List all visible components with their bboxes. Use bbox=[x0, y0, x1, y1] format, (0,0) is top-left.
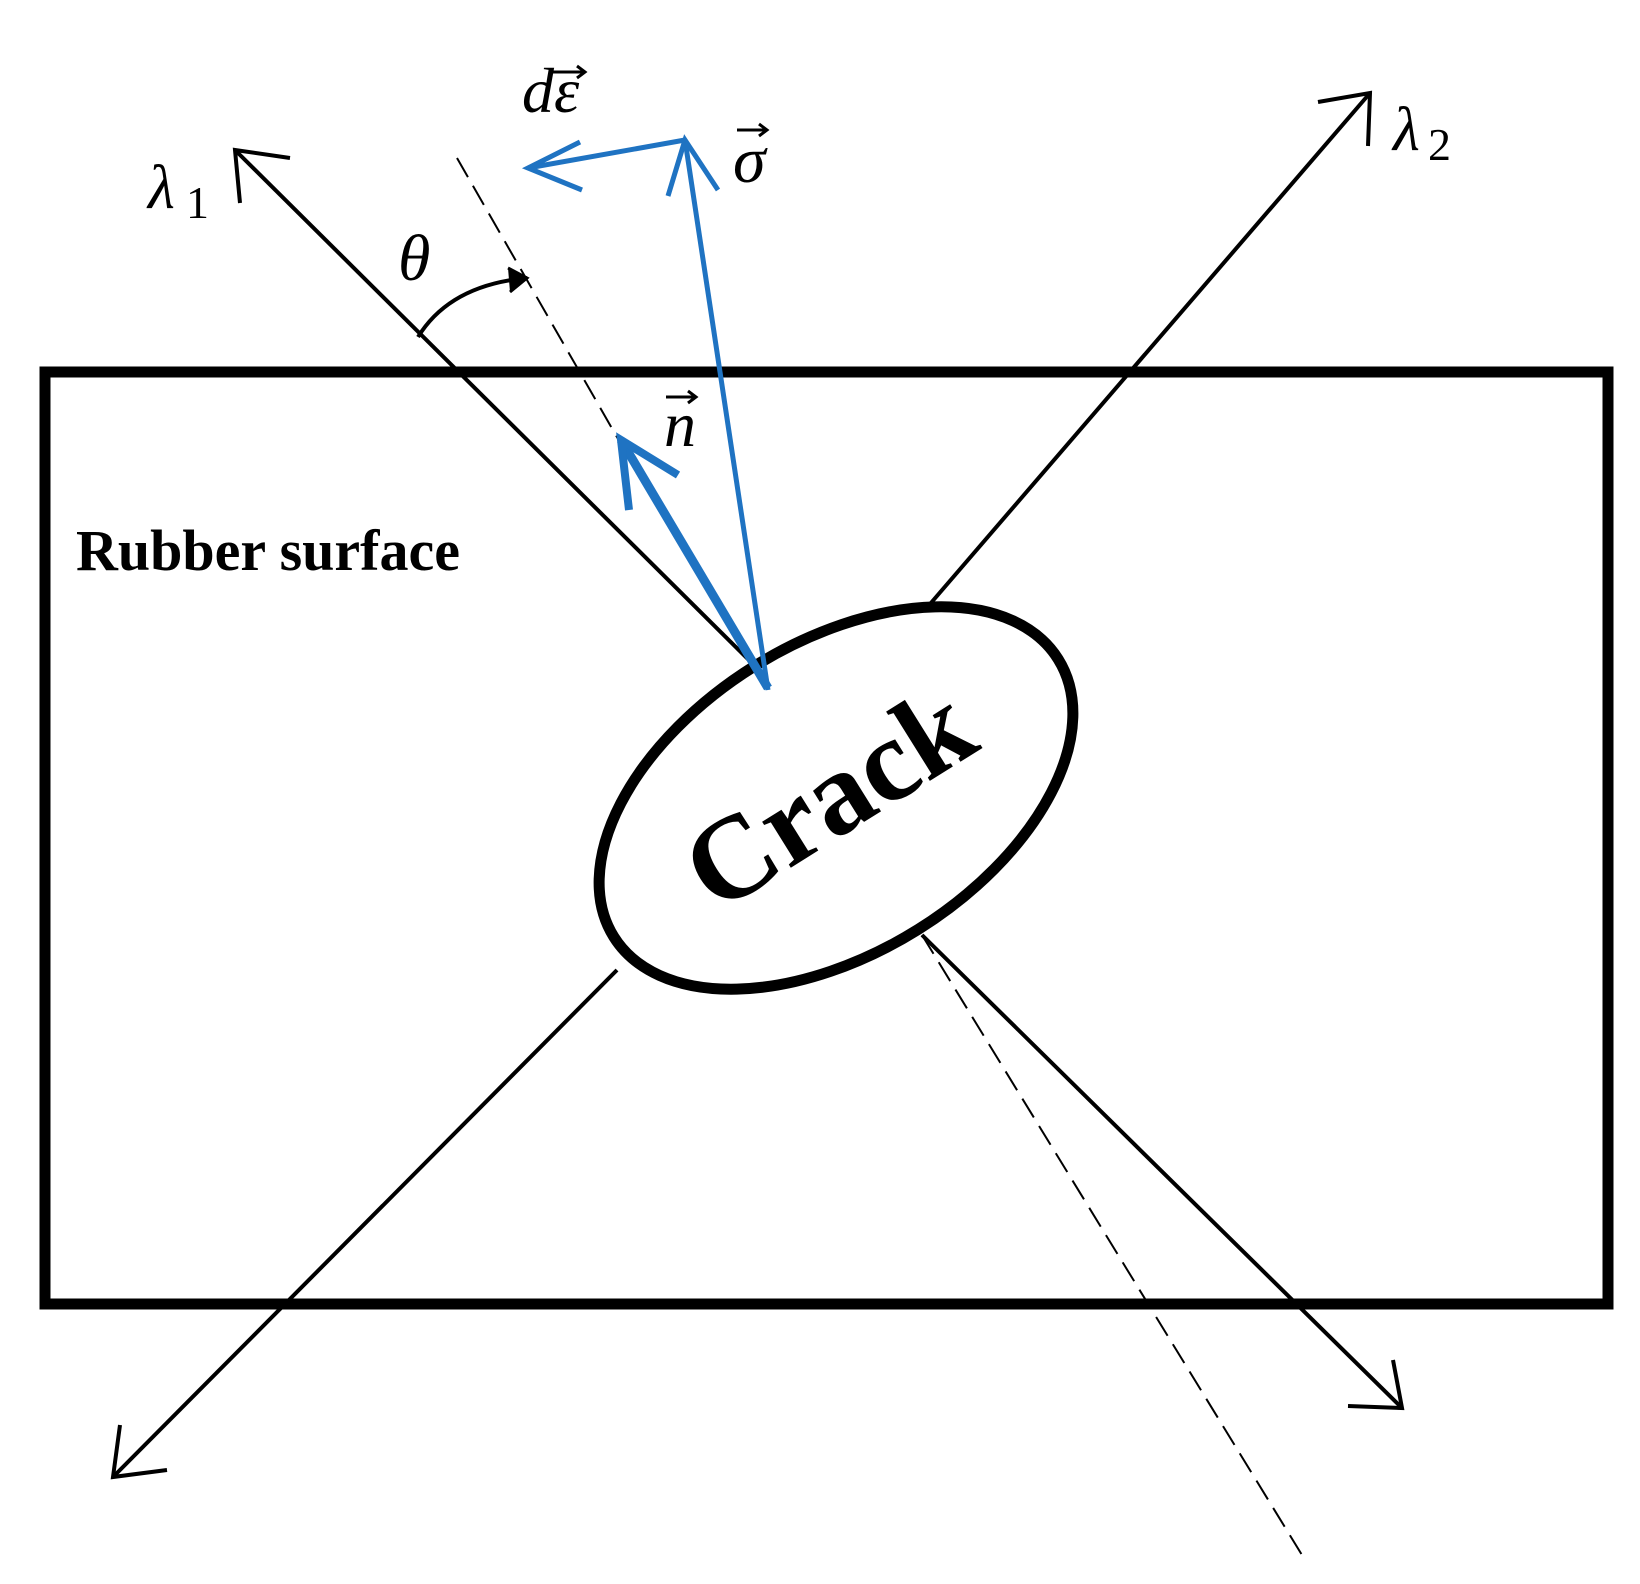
lambda1-arrowhead bbox=[232, 147, 291, 204]
lambda2-axis-upper bbox=[916, 91, 1372, 620]
rubber-surface-label: Rubber surface bbox=[76, 518, 460, 583]
n-label: n bbox=[664, 389, 696, 460]
lambda2-axis-lower bbox=[111, 968, 619, 1479]
lambda2-subscript: 2 bbox=[1428, 119, 1451, 170]
sigma-label: σ bbox=[733, 124, 768, 197]
d-epsilon-vector bbox=[527, 137, 686, 171]
sigma-vector bbox=[682, 139, 771, 691]
theta-arc-arrowhead bbox=[507, 266, 530, 294]
normal-dashed-line-upper bbox=[456, 157, 638, 473]
lambda1-subscript: 1 bbox=[186, 177, 209, 228]
lambda1-lower-arrowhead bbox=[1347, 1359, 1405, 1411]
lambda2-arrowhead bbox=[1317, 90, 1373, 147]
theta-label: θ bbox=[398, 222, 430, 295]
vector-accents bbox=[553, 64, 770, 405]
n-arrowhead bbox=[616, 432, 681, 511]
lambda2-label: λ bbox=[1391, 96, 1420, 164]
lambda1-axis-lower bbox=[920, 933, 1404, 1410]
d-epsilon-label: dε bbox=[522, 55, 580, 126]
lambda1-label: λ bbox=[146, 154, 175, 222]
rubber-surface-rect bbox=[39, 366, 1614, 1310]
d-epsilon-arrowhead bbox=[521, 139, 583, 193]
lambda1-axis-upper bbox=[233, 148, 769, 680]
n-vector bbox=[617, 437, 772, 691]
lambda2-lower-arrowhead bbox=[110, 1424, 168, 1480]
normal-dashed-line-lower bbox=[921, 934, 1303, 1556]
